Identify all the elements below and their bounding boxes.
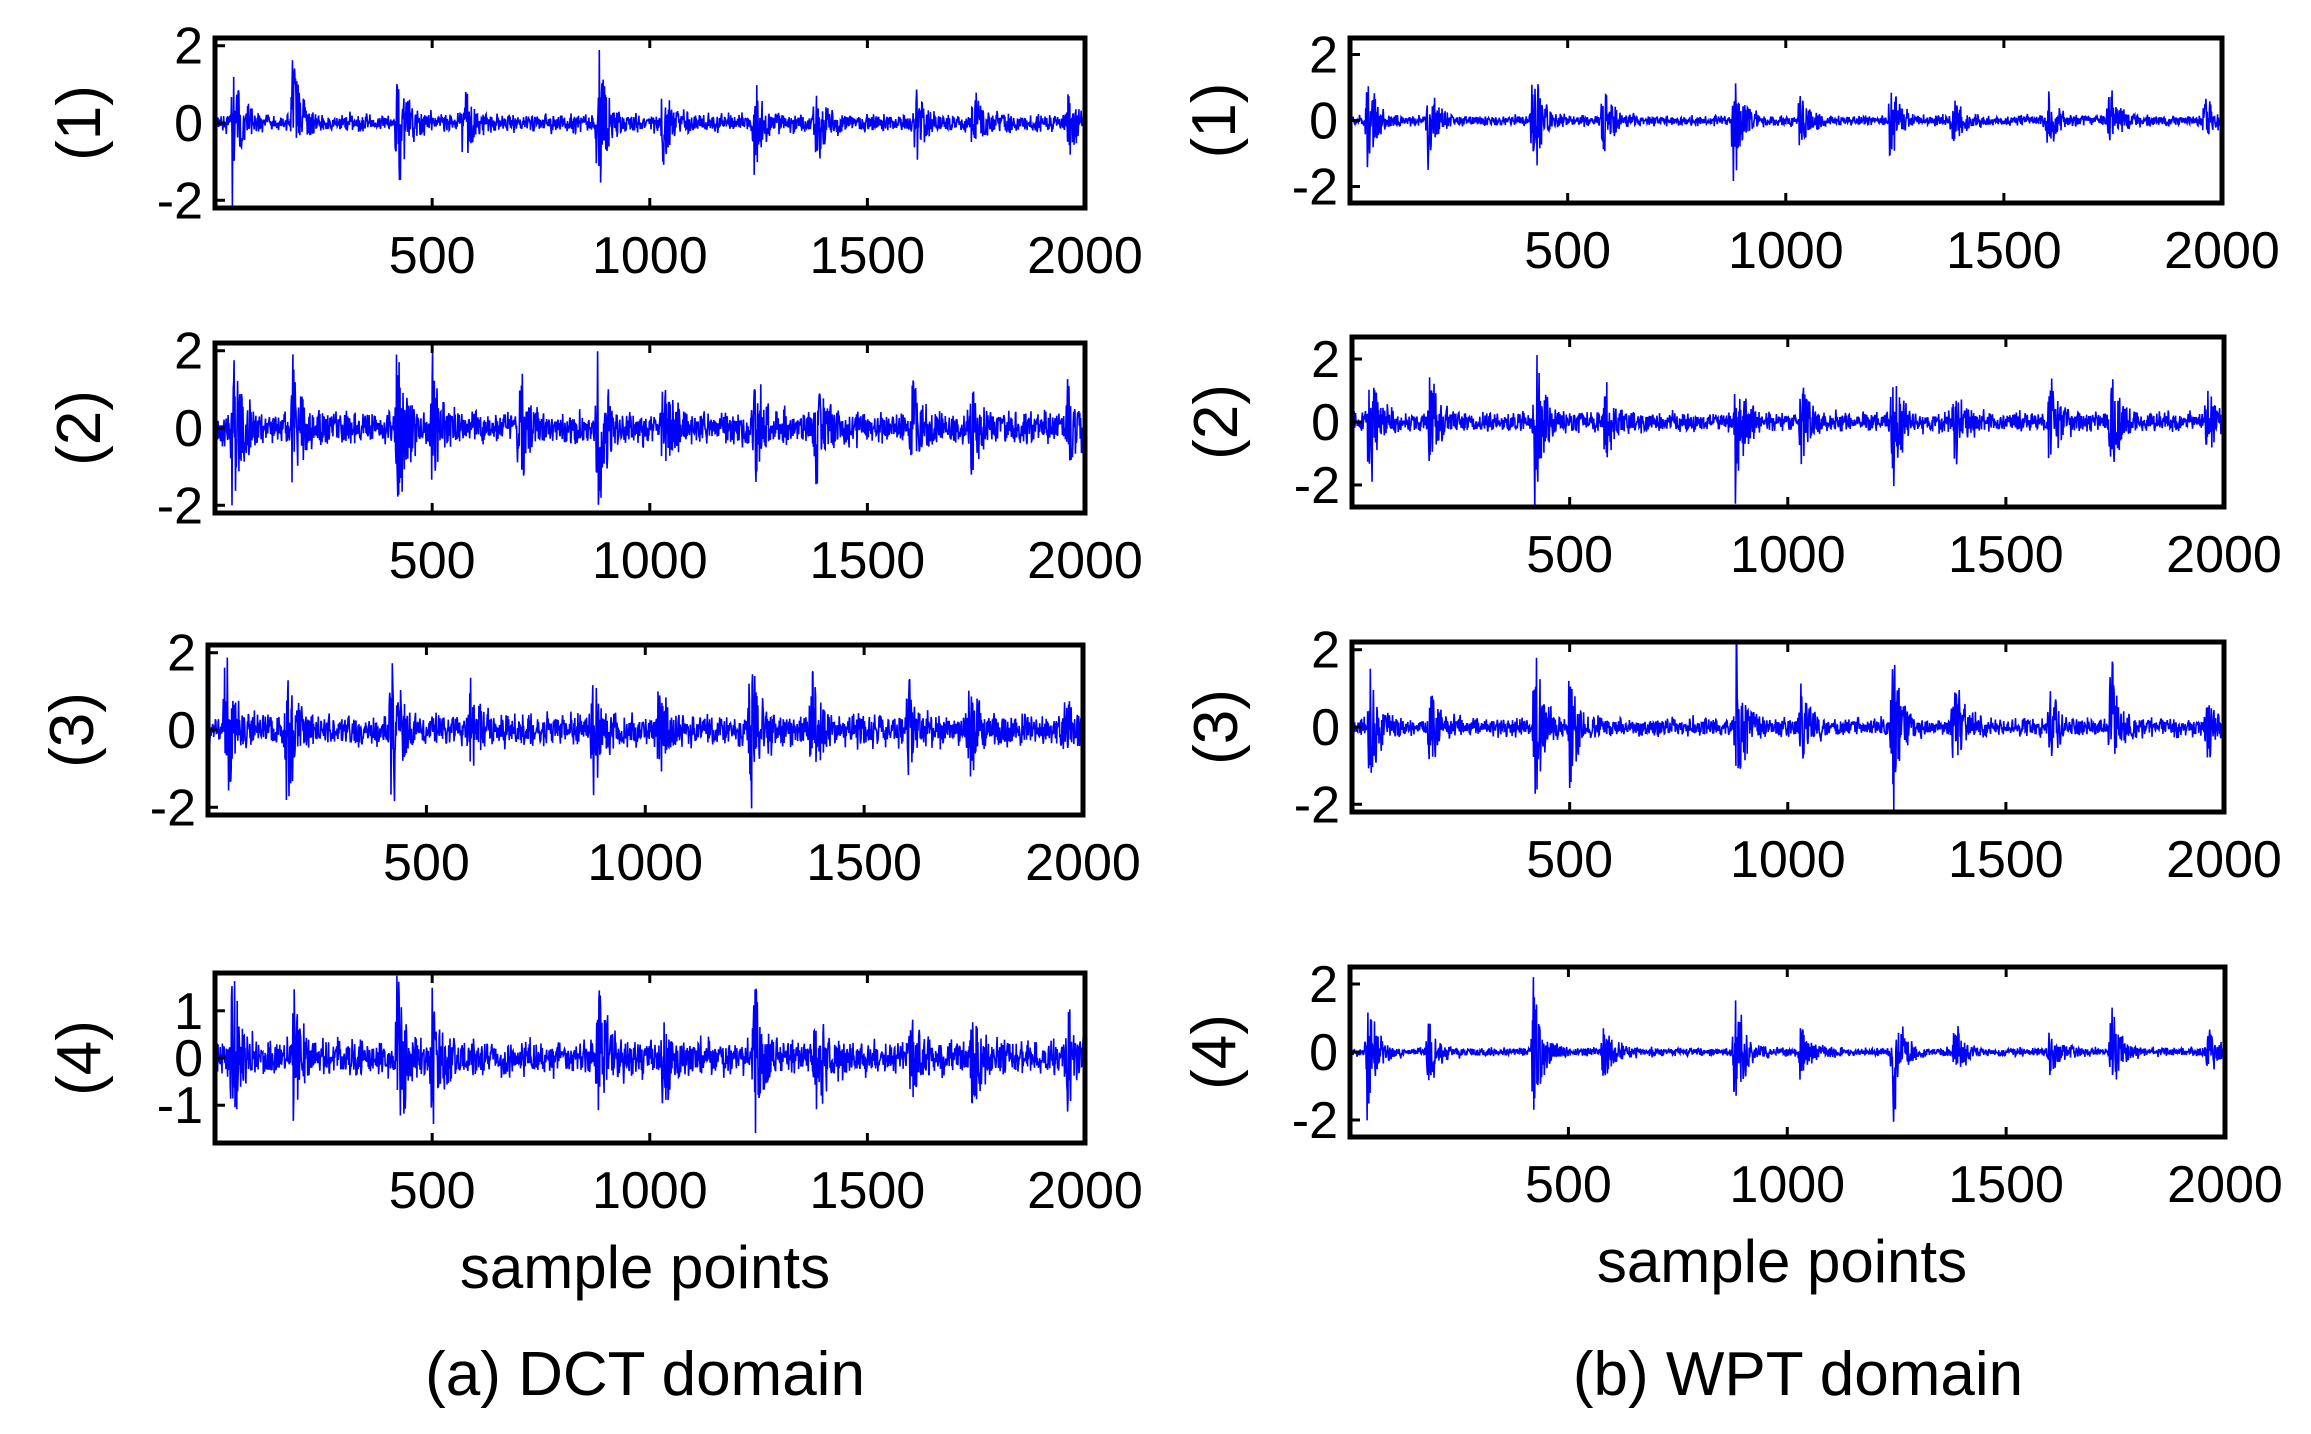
panel-label-a4: (4)	[45, 1020, 114, 1096]
xtick-label-b1-2000: 2000	[2164, 222, 2280, 280]
xtick-label-b3-1500: 1500	[1948, 831, 2064, 889]
ytick-label-b1-0: 0	[1309, 93, 1338, 151]
xtick-label-b4-2000: 2000	[2167, 1156, 2283, 1214]
xtick-label-b4-500: 500	[1525, 1156, 1612, 1214]
caption-a: (a) DCT domain	[425, 1340, 865, 1409]
xlabel-a: sample points	[460, 1234, 830, 1301]
ytick-label-a2--2: -2	[157, 477, 203, 535]
ytick-label-a1--2: -2	[157, 172, 203, 230]
ytick-label-b4-0: 0	[1309, 1024, 1338, 1082]
panel-label-a3: (3)	[38, 692, 107, 768]
series-b1-0	[1350, 83, 2222, 182]
xtick-label-b1-1500: 1500	[1946, 222, 2062, 280]
series-a1-0	[215, 49, 1085, 208]
xtick-label-a2-500: 500	[389, 532, 476, 590]
xtick-label-a1-2000: 2000	[1027, 227, 1143, 285]
panel-a1: 500 1000 1500 2000 2 0 -2 (1)	[45, 18, 1143, 285]
xtick-label-a3-1500: 1500	[806, 834, 922, 892]
xtick-label-a2-1500: 1500	[810, 532, 926, 590]
ytick-label-b1-2: 2	[1309, 27, 1338, 85]
xtick-label-b1-500: 500	[1524, 222, 1611, 280]
xtick-label-b2-500: 500	[1526, 526, 1613, 584]
xtick-label-b4-1500: 1500	[1948, 1156, 2064, 1214]
series-b4-0	[1350, 977, 2225, 1122]
panel-a4: 500 1000 1500 2000 10-1 (4)	[45, 970, 1143, 1220]
xtick-label-b2-1000: 1000	[1730, 526, 1846, 584]
xtick-label-b2-2000: 2000	[2166, 526, 2282, 584]
panel-label-b1: (1)	[1180, 83, 1249, 159]
panel-b4: 500 1000 1500 2000 2 0 -2 (4)	[1180, 956, 2283, 1214]
ytick-label-a4--1: -1	[157, 1077, 203, 1135]
ytick-label-a1-0: 0	[174, 95, 203, 153]
xtick-label-b4-1000: 1000	[1729, 1156, 1845, 1214]
xtick-label-a4-1500: 1500	[810, 1162, 926, 1220]
xlabel-b: sample points	[1597, 1228, 1967, 1295]
caption-b: (b) WPT domain	[1573, 1340, 2023, 1409]
xtick-label-a4-2000: 2000	[1027, 1162, 1143, 1220]
ytick-label-b2-0: 0	[1311, 394, 1340, 452]
panel-b3: 500 1000 1500 2000 2 0 -2 (3)	[1182, 622, 2282, 889]
ytick-label-a2-0: 0	[174, 400, 203, 458]
panel-label-b4: (4)	[1180, 1014, 1249, 1090]
ytick-label-a2-2: 2	[174, 323, 203, 381]
xtick-label-b3-1000: 1000	[1730, 831, 1846, 889]
xtick-label-b3-500: 500	[1526, 831, 1613, 889]
panel-a2: 500 1000 1500 2000 2 0 -2 (2)	[45, 323, 1143, 590]
panel-b2: 500 1000 1500 2000 20-2 (2)	[1182, 331, 2282, 584]
ytick-label-b1--2: -2	[1292, 159, 1338, 217]
ytick-label-b2-2: 2	[1311, 331, 1340, 389]
xtick-label-a1-500: 500	[389, 227, 476, 285]
ytick-label-a3-2: 2	[167, 625, 196, 683]
ytick-label-b3--2: -2	[1294, 776, 1340, 834]
ytick-label-b4--2: -2	[1292, 1092, 1338, 1150]
xtick-label-a3-2000: 2000	[1025, 834, 1141, 892]
xtick-label-a3-1000: 1000	[587, 834, 703, 892]
panel-label-b2: (2)	[1182, 384, 1251, 460]
xtick-label-a1-1500: 1500	[810, 227, 926, 285]
xtick-label-a3-500: 500	[383, 834, 470, 892]
series-b3-0	[1352, 642, 2224, 810]
ytick-label-b2--2: -2	[1294, 457, 1340, 515]
ytick-label-a3-0: 0	[167, 702, 196, 760]
ytick-label-b3-2: 2	[1311, 622, 1340, 680]
series-a2-0	[215, 348, 1085, 506]
series-a3-0	[208, 657, 1083, 809]
xtick-label-a1-1000: 1000	[592, 227, 708, 285]
panel-b1: 500 1000 1500 2000 2 0 -2 (1)	[1180, 27, 2280, 281]
series-b2-0	[1352, 355, 2224, 507]
panel-label-a2: (2)	[45, 390, 114, 466]
xtick-label-a4-1000: 1000	[592, 1162, 708, 1220]
series-a4-0	[215, 975, 1085, 1134]
ytick-label-b3-0: 0	[1311, 699, 1340, 757]
ytick-label-a3--2: -2	[150, 779, 196, 837]
ytick-label-a4-0: 0	[174, 1030, 203, 1088]
panel-a3: 500 1000 1500 2000 2 0 -2 (3)	[38, 625, 1141, 892]
ytick-label-a1-2: 2	[174, 18, 203, 76]
xtick-label-b2-1500: 1500	[1948, 526, 2064, 584]
xtick-label-a2-2000: 2000	[1027, 532, 1143, 590]
xtick-label-a2-1000: 1000	[592, 532, 708, 590]
panel-label-a1: (1)	[45, 85, 114, 161]
xtick-label-b1-1000: 1000	[1728, 222, 1844, 280]
ytick-label-a4-1: 1	[174, 983, 203, 1041]
ytick-label-b4-2: 2	[1309, 956, 1338, 1014]
xtick-label-a4-500: 500	[389, 1162, 476, 1220]
panel-label-b3: (3)	[1182, 689, 1251, 765]
xtick-label-b3-2000: 2000	[2166, 831, 2282, 889]
